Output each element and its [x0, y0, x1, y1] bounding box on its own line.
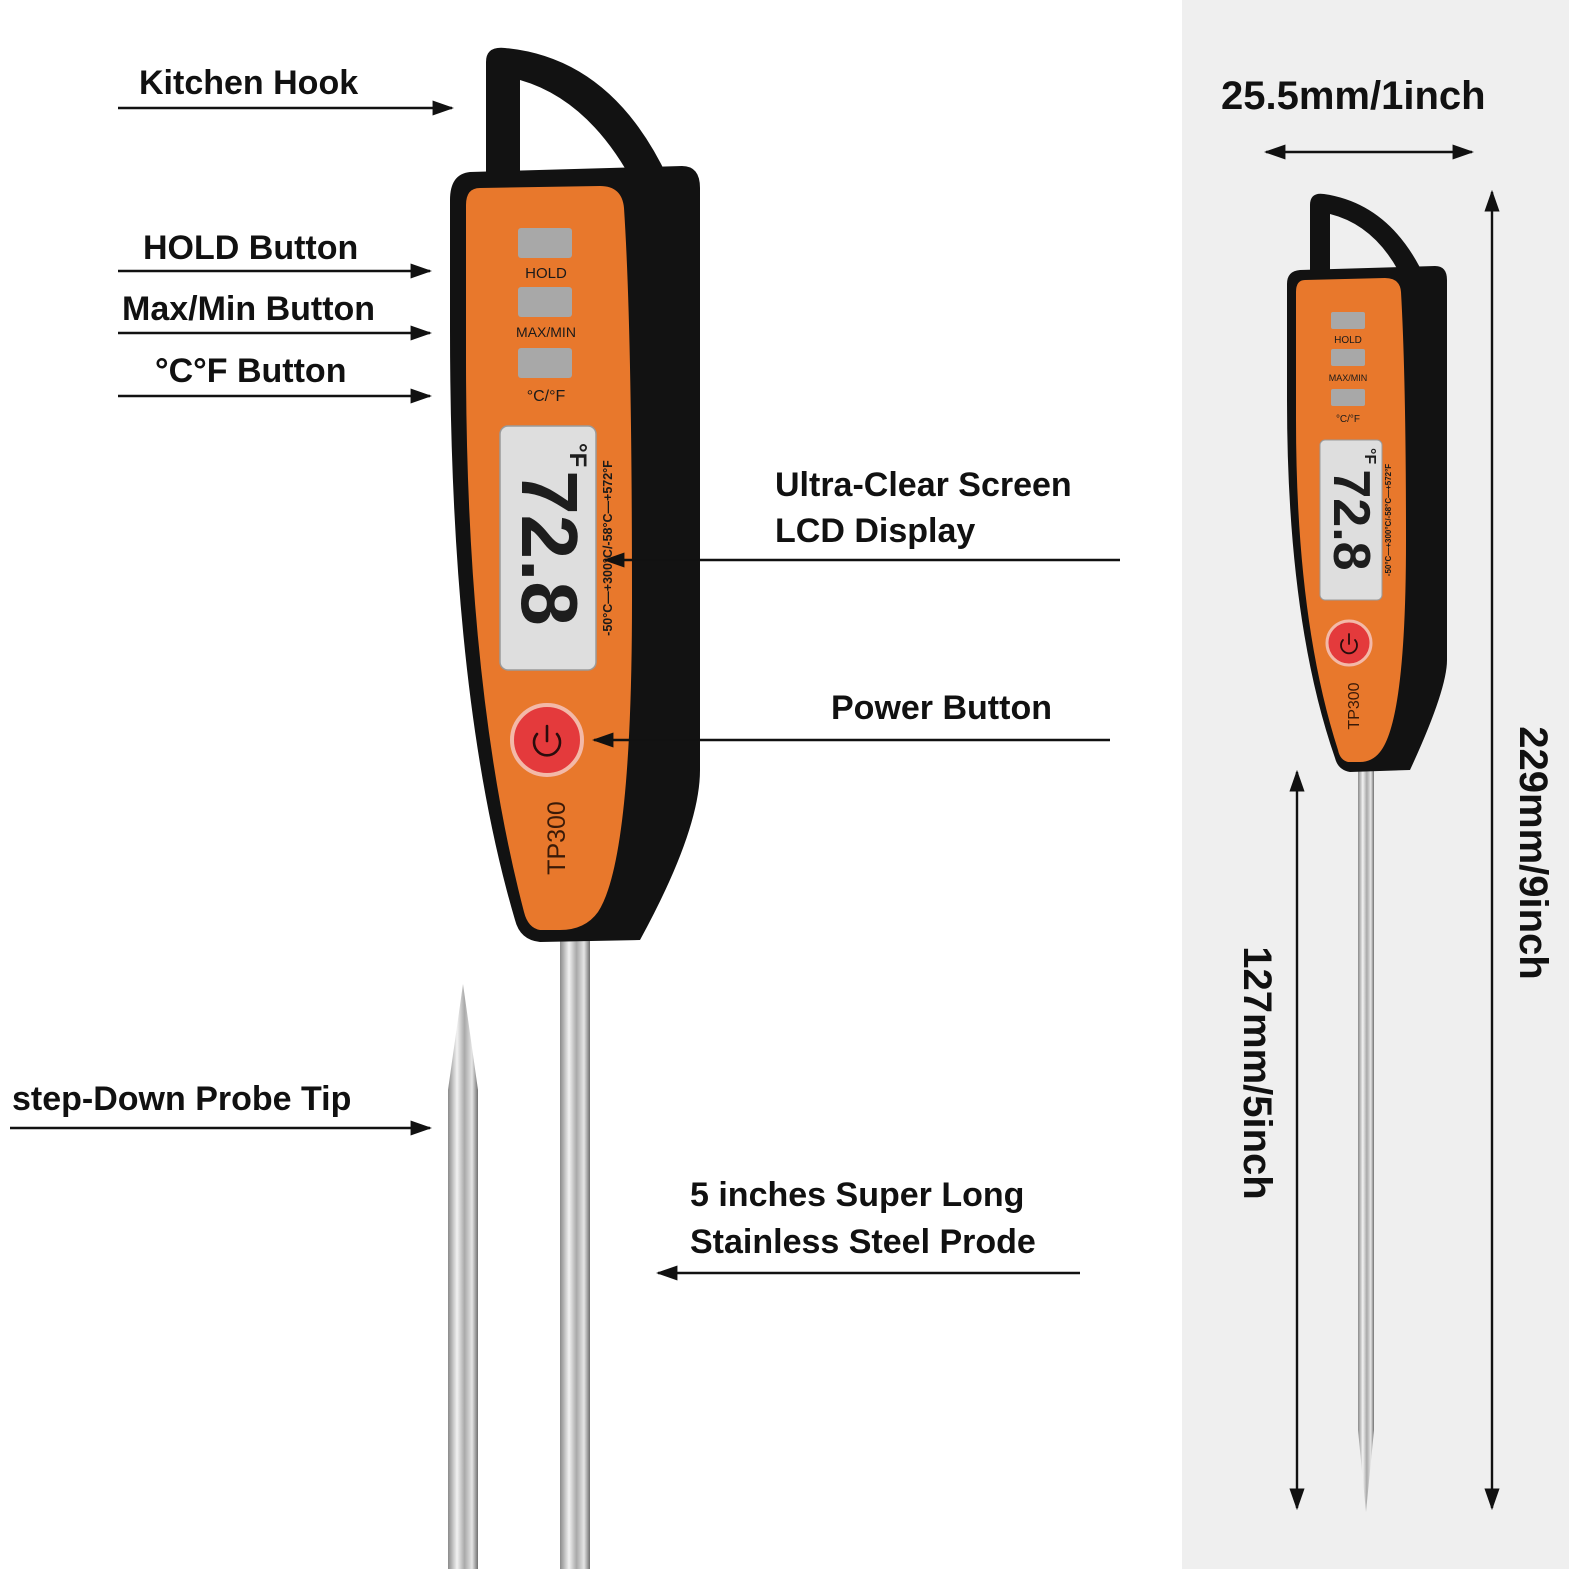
small-unit-label: °C/°F: [1336, 414, 1360, 425]
unit-button-label: °C/°F: [527, 388, 566, 405]
hold-button[interactable]: [518, 228, 572, 258]
unit-button-callout: °C°F Button: [155, 352, 347, 390]
lcd-reading: 72.8: [505, 470, 594, 626]
small-max-min-label: MAX/MIN: [1329, 373, 1368, 383]
power-button-callout: Power Button: [831, 689, 1052, 727]
probe-length-label: 127mm/5inch: [1235, 946, 1279, 1200]
small-lcd-display: [1319, 439, 1383, 601]
small-probe: [1358, 760, 1374, 1512]
probe-callout-line2: Stainless Steel Prode: [690, 1223, 1036, 1261]
lcd-display: [499, 425, 597, 671]
small-hold-button[interactable]: [1331, 312, 1365, 329]
width-dimension-label: 25.5mm/1inch: [1221, 74, 1486, 118]
power-icon: [532, 724, 562, 757]
kitchen-hook-label: Kitchen Hook: [139, 64, 359, 102]
lcd-callout-line1: Ultra-Clear Screen: [775, 466, 1072, 504]
dimension-panel: [1182, 0, 1569, 1569]
lcd-unit: °F: [564, 443, 591, 467]
probe-callout-line1: 5 inches Super Long: [690, 1176, 1025, 1214]
large-thermometer: HOLD MAX/MIN °C/°F 72.8 °F -50°C—+300°C/…: [450, 47, 700, 1569]
hold-button-callout: HOLD Button: [143, 229, 359, 267]
lcd-callout-line2: LCD Display: [775, 512, 976, 550]
max-min-button-callout: Max/Min Button: [122, 290, 376, 328]
probe-rod: [560, 930, 590, 1569]
probe-tip: [448, 984, 478, 1569]
unit-button[interactable]: [518, 348, 572, 378]
temperature-range: -50°C—+300°C/-58°C—+572°F: [601, 460, 615, 636]
small-temperature-range: -50°C—+300°C/-58°C—+572°F: [1384, 464, 1393, 577]
small-max-min-button[interactable]: [1331, 349, 1365, 366]
max-min-button[interactable]: [518, 287, 572, 317]
probe-tip-callout: step-Down Probe Tip: [12, 1080, 352, 1118]
callout-arrows: [10, 100, 1500, 1511]
small-lcd-reading: 72.8: [1322, 469, 1380, 570]
small-thermometer: HOLD MAX/MIN °C/°F 72.8 °F -50°C—+300°C/…: [1287, 193, 1447, 1512]
small-lcd-unit: °F: [1361, 448, 1378, 464]
max-min-button-label: MAX/MIN: [516, 324, 576, 340]
small-power-icon: [1340, 633, 1358, 655]
hold-button-label: HOLD: [525, 265, 567, 282]
small-model-label: TP300: [1346, 682, 1363, 729]
total-length-label: 229mm/9inch: [1511, 726, 1555, 980]
small-kitchen-hook-shape: [1310, 193, 1426, 282]
kitchen-hook-shape: [486, 47, 668, 187]
small-unit-button[interactable]: [1331, 389, 1365, 406]
small-hold-label: HOLD: [1334, 335, 1362, 346]
model-label: TP300: [543, 801, 571, 875]
